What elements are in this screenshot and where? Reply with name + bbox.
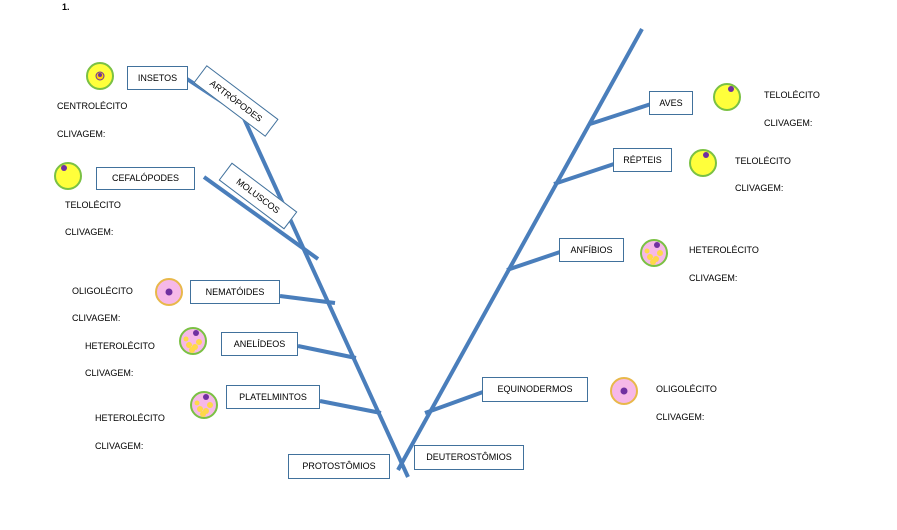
question-number: 1. [62,2,70,12]
heterolecithal-egg-icon [179,327,207,355]
cleavage-label: CLIVAGEM: [65,227,114,237]
box-aves: AVES [649,91,693,115]
branch-cefalopodes [202,175,320,261]
cleavage-label: CLIVAGEM: [72,313,121,323]
egg-type-label: CENTROLÉCITO [57,101,128,111]
box-repteis: RÉPTEIS [613,148,672,172]
branch-equinodermos [424,390,484,415]
egg-type-label: TELOLÉCITO [65,200,121,210]
branch-anfibios [506,250,561,272]
cleavage-label: CLIVAGEM: [689,273,738,283]
box-equinodermos: EQUINODERMOS [482,377,588,402]
box-insetos: INSETOS [127,66,188,90]
egg-type-label: TELOLÉCITO [764,90,820,100]
telolecithal-egg-icon [689,149,717,177]
cleavage-label: CLIVAGEM: [656,412,705,422]
cleavage-label: CLIVAGEM: [57,129,106,139]
egg-type-label: HETEROLÉCITO [689,245,759,255]
oligolecithal-egg-icon [610,377,638,405]
box-anelideos: ANELÍDEOS [221,332,298,356]
heterolecithal-egg-icon [640,239,668,267]
heterolecithal-egg-icon [190,391,218,419]
branch-repteis [553,162,615,186]
cleavage-label: CLIVAGEM: [95,441,144,451]
deuterostome-trunk [396,28,644,471]
cleavage-label: CLIVAGEM: [764,118,813,128]
branch-anelideos [297,344,357,360]
egg-type-label: OLIGOLÉCITO [656,384,717,394]
egg-type-label: HETEROLÉCITO [95,413,165,423]
telolecithal-egg-icon [713,83,741,111]
cleavage-label: CLIVAGEM: [85,368,134,378]
egg-type-label: HETEROLÉCITO [85,341,155,351]
centrolecithal-egg-icon [86,62,114,90]
telolecithal-egg-icon [54,162,82,190]
branch-nematoides [279,294,336,305]
box-anfibios: ANFÍBIOS [559,238,624,262]
box-nematoides: NEMATÓIDES [190,280,280,304]
box-cefalopodes: CEFALÓPODES [96,167,195,190]
oligolecithal-egg-icon [155,278,183,306]
cleavage-label: CLIVAGEM: [735,183,784,193]
box-deuterostomios: DEUTEROSTÔMIOS [414,445,524,470]
branch-platelmintos [319,399,382,415]
egg-type-label: TELOLÉCITO [735,156,791,166]
branch-aves [589,102,652,126]
box-protostomios: PROTOSTÔMIOS [288,454,390,479]
box-platelmintos: PLATELMINTOS [226,385,320,409]
egg-type-label: OLIGOLÉCITO [72,286,133,296]
